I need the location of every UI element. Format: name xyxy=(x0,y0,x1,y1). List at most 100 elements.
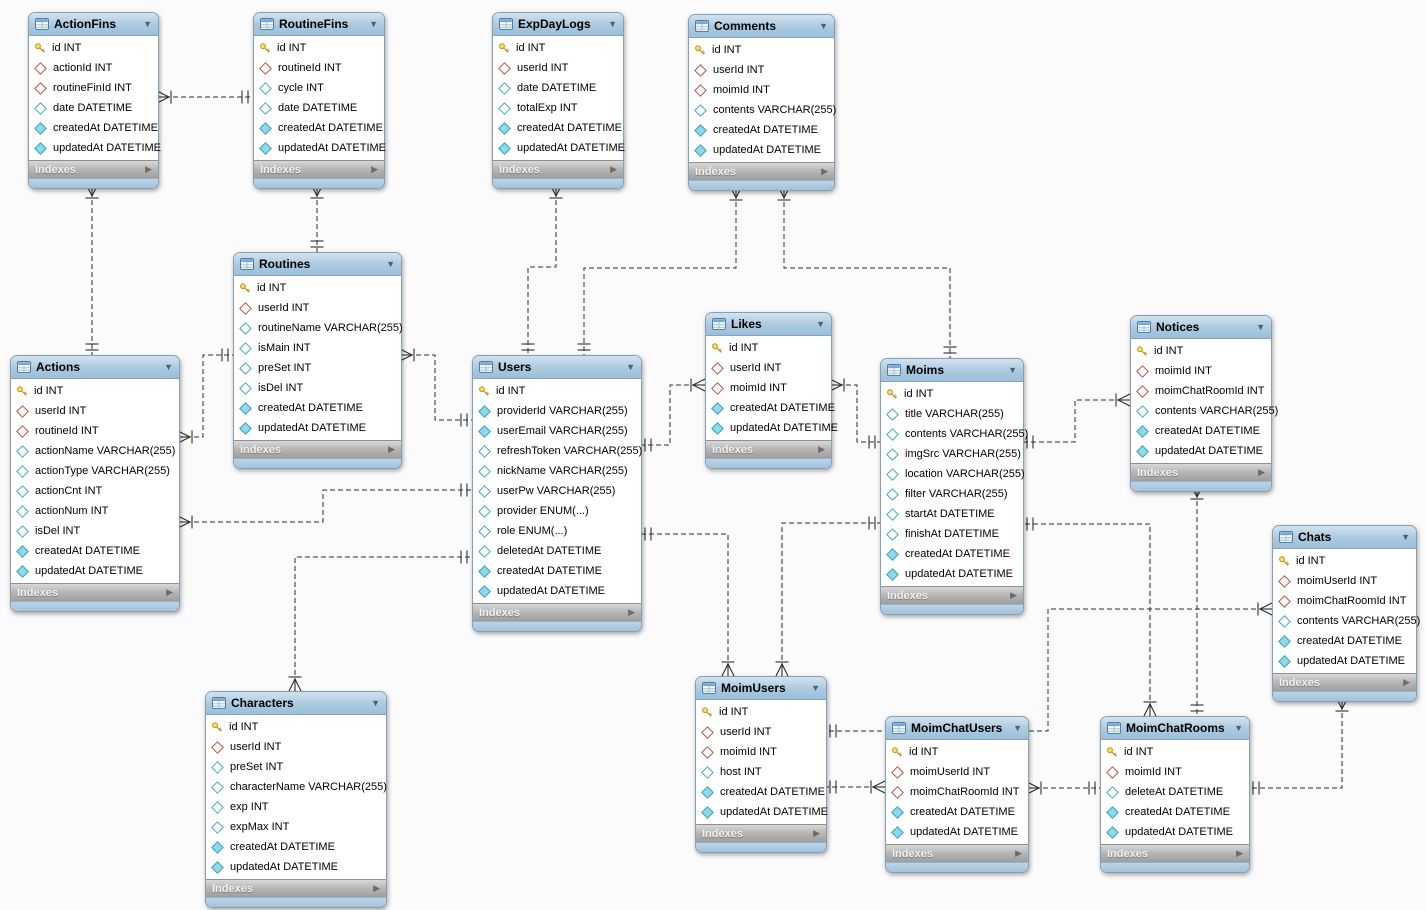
field-row[interactable]: createdAt DATETIME xyxy=(696,782,826,802)
field-row[interactable]: moimId INT xyxy=(706,378,831,398)
collapse-arrow-icon[interactable]: ▼ xyxy=(143,18,152,29)
field-row[interactable]: moimChatRoomId INT xyxy=(1131,381,1271,401)
indexes-bar[interactable]: Indexes▶ xyxy=(206,879,386,897)
field-row[interactable]: providerId VARCHAR(255) xyxy=(473,401,641,421)
relationship-actionfins-routinefins[interactable] xyxy=(156,90,253,104)
table-header[interactable]: ActionFins▼ xyxy=(29,13,158,36)
field-row[interactable]: userId INT xyxy=(234,298,401,318)
field-row[interactable]: id INT xyxy=(689,40,834,60)
indexes-bar[interactable]: Indexes▶ xyxy=(696,824,826,842)
indexes-bar[interactable]: Indexes▶ xyxy=(473,603,641,621)
collapse-arrow-icon[interactable]: ▼ xyxy=(1008,364,1017,375)
field-row[interactable]: createdAt DATETIME xyxy=(473,561,641,581)
table-header[interactable]: Chats▼ xyxy=(1273,526,1416,549)
collapse-arrow-icon[interactable]: ▼ xyxy=(1401,531,1410,542)
table-header[interactable]: Characters▼ xyxy=(206,692,386,715)
field-row[interactable]: id INT xyxy=(696,702,826,722)
field-row[interactable]: id INT xyxy=(11,381,179,401)
table-header[interactable]: Routines▼ xyxy=(234,253,401,276)
field-row[interactable]: deletedAt DATETIME xyxy=(473,541,641,561)
field-row[interactable]: routineId INT xyxy=(11,421,179,441)
field-row[interactable]: host INT xyxy=(696,762,826,782)
field-row[interactable]: createdAt DATETIME xyxy=(254,118,384,138)
field-row[interactable]: userEmail VARCHAR(255) xyxy=(473,421,641,441)
field-row[interactable]: moimId INT xyxy=(696,742,826,762)
collapse-arrow-icon[interactable]: ▼ xyxy=(164,361,173,372)
field-row[interactable]: routineName VARCHAR(255) xyxy=(234,318,403,338)
collapse-arrow-icon[interactable]: ▼ xyxy=(1234,722,1243,733)
indexes-bar[interactable]: Indexes▶ xyxy=(1131,463,1271,481)
field-row[interactable]: updatedAt DATETIME xyxy=(706,418,838,438)
field-row[interactable]: date DATETIME xyxy=(493,78,623,98)
field-row[interactable]: userId INT xyxy=(11,401,179,421)
field-row[interactable]: createdAt DATETIME xyxy=(689,120,834,140)
collapse-arrow-icon[interactable]: ▼ xyxy=(811,682,820,693)
indexes-bar[interactable]: Indexes▶ xyxy=(1273,673,1416,691)
field-row[interactable]: date DATETIME xyxy=(29,98,158,118)
relationship-actions-users[interactable] xyxy=(177,483,472,529)
collapse-arrow-icon[interactable]: ▼ xyxy=(626,361,635,372)
field-row[interactable]: createdAt DATETIME xyxy=(1273,631,1416,651)
field-row[interactable]: moimChatRoomId INT xyxy=(886,782,1028,802)
field-row[interactable]: updatedAt DATETIME xyxy=(11,561,179,581)
field-row[interactable]: date DATETIME xyxy=(254,98,384,118)
field-row[interactable]: moimId INT xyxy=(1131,361,1271,381)
indexes-bar[interactable]: Indexes▶ xyxy=(881,586,1023,604)
field-row[interactable]: updatedAt DATETIME xyxy=(493,138,625,158)
field-row[interactable]: moimId INT xyxy=(1101,762,1249,782)
field-row[interactable]: createdAt DATETIME xyxy=(234,398,401,418)
field-row[interactable]: contents VARCHAR(255) xyxy=(881,424,1028,444)
field-row[interactable]: id INT xyxy=(1273,551,1416,571)
field-row[interactable]: moimChatRoomId INT xyxy=(1273,591,1416,611)
indexes-bar[interactable]: Indexes▶ xyxy=(886,844,1028,862)
relationship-moimusers-moims[interactable] xyxy=(775,516,881,677)
field-row[interactable]: finishAt DATETIME xyxy=(881,524,1023,544)
relationship-routines-users[interactable] xyxy=(399,348,472,427)
field-row[interactable]: characterName VARCHAR(255) xyxy=(206,777,387,797)
indexes-bar[interactable]: Indexes▶ xyxy=(689,162,834,180)
relationship-chats-moimchatrooms[interactable] xyxy=(1248,696,1349,795)
field-row[interactable]: id INT xyxy=(493,38,623,58)
field-row[interactable]: preSet INT xyxy=(234,358,401,378)
field-row[interactable]: contents VARCHAR(255) xyxy=(1273,611,1420,631)
field-row[interactable]: cycle INT xyxy=(254,78,384,98)
field-row[interactable]: createdAt DATETIME xyxy=(1131,421,1271,441)
field-row[interactable]: isDel INT xyxy=(234,378,401,398)
field-row[interactable]: updatedAt DATETIME xyxy=(1273,651,1416,671)
field-row[interactable]: imgSrc VARCHAR(255) xyxy=(881,444,1023,464)
field-row[interactable]: preSet INT xyxy=(206,757,386,777)
collapse-arrow-icon[interactable]: ▼ xyxy=(371,697,380,708)
relationship-likes-moims[interactable] xyxy=(829,378,880,449)
field-row[interactable]: refreshToken VARCHAR(255) xyxy=(473,441,642,461)
field-row[interactable]: updatedAt DATETIME xyxy=(881,564,1023,584)
indexes-bar[interactable]: Indexes▶ xyxy=(11,583,179,601)
field-row[interactable]: updatedAt DATETIME xyxy=(206,857,386,877)
field-row[interactable]: exp INT xyxy=(206,797,386,817)
collapse-arrow-icon[interactable]: ▼ xyxy=(608,18,617,29)
field-row[interactable]: actionCnt INT xyxy=(11,481,179,501)
field-row[interactable]: userId INT xyxy=(706,358,831,378)
field-row[interactable]: createdAt DATETIME xyxy=(206,837,386,857)
relationship-moimchatusers-moimusers[interactable] xyxy=(825,780,886,794)
field-row[interactable]: userId INT xyxy=(696,722,826,742)
table-header[interactable]: Comments▼ xyxy=(689,15,834,38)
table-header[interactable]: RoutineFins▼ xyxy=(254,13,384,36)
field-row[interactable]: userId INT xyxy=(493,58,623,78)
relationship-notices-moimchatrooms[interactable] xyxy=(1190,484,1204,716)
field-row[interactable]: id INT xyxy=(1131,341,1271,361)
indexes-bar[interactable]: Indexes▶ xyxy=(29,160,158,178)
field-row[interactable]: actionId INT xyxy=(29,58,158,78)
field-row[interactable]: filter VARCHAR(255) xyxy=(881,484,1023,504)
field-row[interactable]: createdAt DATETIME xyxy=(493,118,623,138)
table-header[interactable]: Likes▼ xyxy=(706,313,831,336)
